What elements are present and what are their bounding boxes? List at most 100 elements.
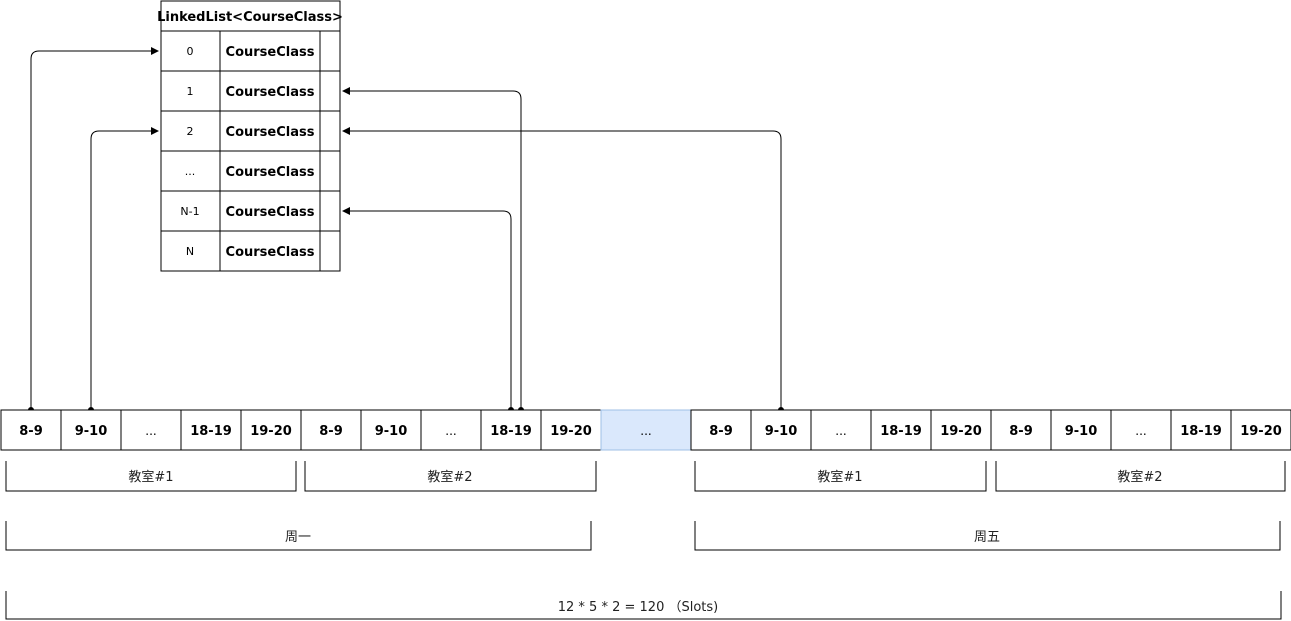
slot-box	[600, 409, 692, 451]
slot-box	[240, 409, 302, 451]
slot-cell: 9-10	[1050, 409, 1112, 451]
slot-label: ...	[445, 424, 456, 438]
row-index: 1	[187, 85, 194, 98]
row-value: CourseClass	[226, 45, 315, 60]
slot-box	[1050, 409, 1112, 451]
linked-list-row: N-1 CourseClass	[160, 190, 341, 232]
slot-label: 18-19	[880, 424, 922, 439]
row-value: CourseClass	[226, 125, 315, 140]
classroom-label: 教室#1	[128, 469, 173, 485]
pointer-line	[342, 127, 782, 410]
slot-cell: 19-20	[240, 409, 302, 451]
classroom-group-brace: 教室#1	[5, 461, 297, 492]
row-index: 0	[187, 45, 194, 58]
row-value: CourseClass	[226, 85, 315, 100]
row-index: N-1	[180, 205, 199, 218]
slot-label: 9-10	[75, 424, 108, 439]
slot-label: ...	[1135, 424, 1146, 438]
row-value: CourseClass	[226, 205, 315, 220]
total-slots-label: 12 * 5 * 2 = 120 （Slots)	[558, 600, 718, 615]
slot-array: 8-9 9-10... 18-19 19-20 8-9 9-10... 18-19 19-20…	[0, 409, 1291, 451]
slot-box	[750, 409, 812, 451]
classroom-group-brace: 教室#1	[694, 461, 987, 492]
linked-list-title: LinkedList<CourseClass>	[157, 10, 343, 25]
slot-label: 8-9	[709, 424, 733, 439]
slot-box	[420, 409, 482, 451]
pointer-line	[90, 127, 159, 410]
slot-box	[690, 409, 752, 451]
pointer-arrow	[342, 87, 524, 413]
row-pointer-cell	[319, 150, 341, 192]
slot-label: ...	[145, 424, 156, 438]
slot-cell: 19-20	[930, 409, 992, 451]
slot-label: 9-10	[1065, 424, 1098, 439]
row-index-cell	[160, 150, 221, 192]
linked-list-row: 1 CourseClass	[160, 70, 341, 112]
row-index-cell	[160, 230, 221, 272]
classroom-label: 教室#1	[817, 469, 862, 485]
row-pointer-cell	[319, 190, 341, 232]
slot-box	[870, 409, 932, 451]
row-pointer-cell	[319, 70, 341, 112]
linked-list-header	[160, 0, 341, 32]
slot-label: 19-20	[250, 424, 292, 439]
slot-cell: 18-19	[180, 409, 242, 451]
row-index: N	[186, 245, 194, 258]
linked-list-row: ... CourseClass	[160, 150, 341, 192]
classroom-label: 教室#2	[427, 469, 472, 485]
slot-cell: 19-20	[1230, 409, 1291, 451]
slot-cell: 18-19	[870, 409, 932, 451]
pointer-arrow	[88, 127, 159, 413]
classroom-label: 教室#2	[1117, 469, 1162, 485]
pointer-line	[30, 47, 159, 410]
day-label: 周一	[285, 530, 311, 545]
slot-box	[540, 409, 602, 451]
slot-cell: ...	[120, 409, 182, 451]
slot-box	[930, 409, 992, 451]
row-value-cell	[219, 30, 321, 72]
row-value: CourseClass	[226, 245, 315, 260]
slot-cell: 19-20	[540, 409, 602, 451]
linked-list-row: N CourseClass	[160, 230, 341, 272]
slot-cell: ...	[420, 409, 482, 451]
slot-box	[360, 409, 422, 451]
slot-label: 18-19	[190, 424, 232, 439]
total-slots-brace: 12 * 5 * 2 = 120 （Slots)	[5, 591, 1282, 620]
pointer-line	[342, 87, 522, 410]
slot-label: 9-10	[765, 424, 798, 439]
row-index-cell	[160, 110, 221, 152]
day-label: 周五	[974, 530, 1000, 545]
row-value: CourseClass	[226, 165, 315, 180]
slot-label: 18-19	[1180, 424, 1222, 439]
slot-cell: 9-10	[60, 409, 122, 451]
day-group-brace: 周一	[5, 521, 592, 551]
slot-label: 19-20	[550, 424, 592, 439]
slot-label: 9-10	[375, 424, 408, 439]
pointer-arrow	[28, 47, 159, 413]
slot-box	[990, 409, 1052, 451]
slot-cell: 8-9	[0, 409, 62, 451]
row-index-cell	[160, 190, 221, 232]
pointer-line	[342, 207, 512, 410]
slot-cell: 9-10	[360, 409, 422, 451]
pointer-arrow	[342, 207, 514, 413]
row-index: 2	[187, 125, 194, 138]
slot-box	[180, 409, 242, 451]
classroom-group-brace: 教室#2	[304, 461, 597, 492]
slot-label: 18-19	[490, 424, 532, 439]
row-index: ...	[185, 165, 196, 178]
row-value-cell	[219, 230, 321, 272]
row-index-cell	[160, 30, 221, 72]
slot-label: 8-9	[19, 424, 43, 439]
slot-box	[810, 409, 872, 451]
slot-cell: 8-9	[300, 409, 362, 451]
linked-list-row: 0 CourseClass	[160, 30, 341, 72]
slot-ellipsis-highlight: ...	[600, 409, 692, 451]
slot-cell: 9-10	[750, 409, 812, 451]
slot-label: 19-20	[940, 424, 982, 439]
slot-cell: 18-19	[480, 409, 542, 451]
row-pointer-cell	[319, 30, 341, 72]
